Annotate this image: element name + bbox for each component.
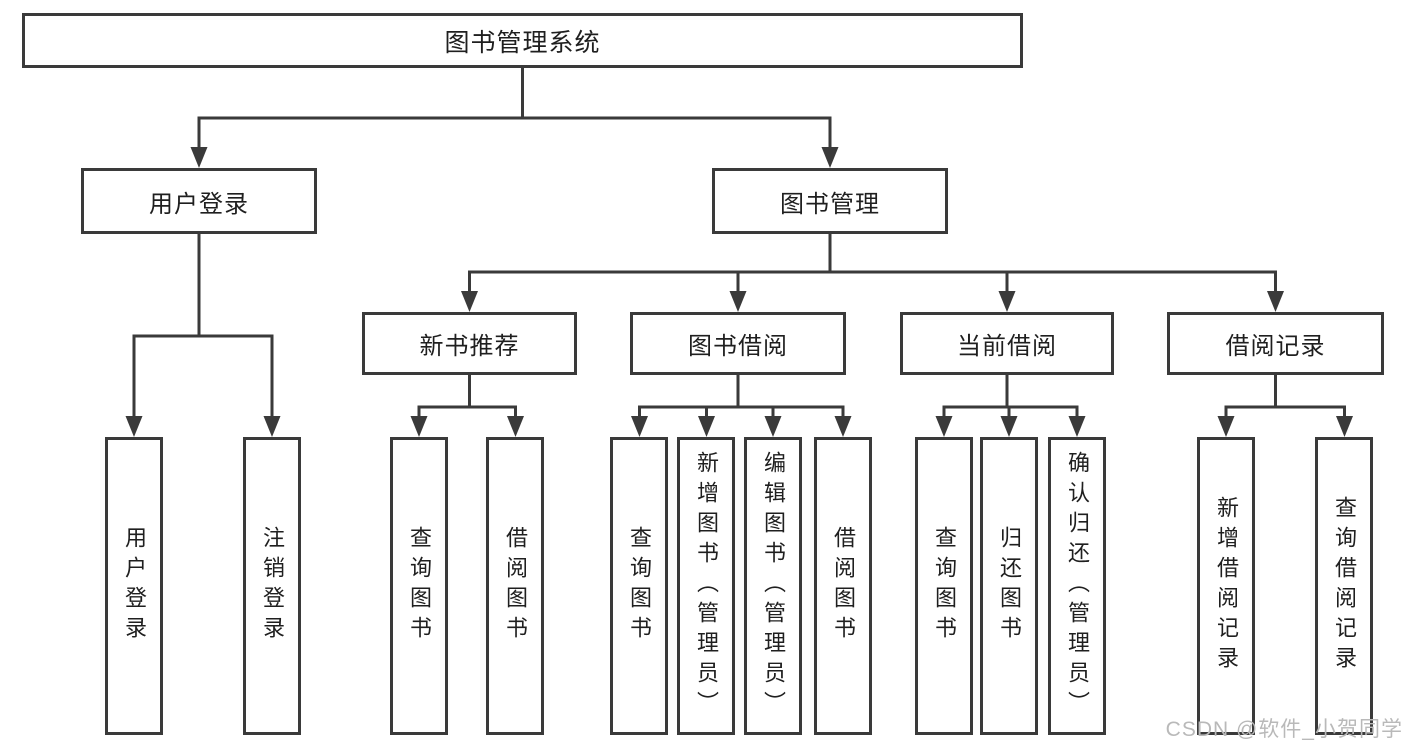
leaf-borrow-books-recommend: 借阅图书 [486,437,544,735]
node-library-management-system: 图书管理系统 [22,13,1023,68]
leaf-return-book: 归还图书 [980,437,1038,735]
leaf-user-login: 用户登录 [105,437,163,735]
leaf-confirm-return-admin: 确认归还（管理员） [1048,437,1106,735]
node-book-management: 图书管理 [712,168,948,234]
tree-edges [132,66,1346,418]
csdn-watermark: CSDN @软件_小贺同学 [1165,718,1403,741]
node-book-borrowing: 图书借阅 [630,312,846,375]
leaf-add-book-admin: 新增图书（管理员） [677,437,735,735]
leaf-edit-book-admin: 编辑图书（管理员） [744,437,802,735]
node-current-borrowing: 当前借阅 [900,312,1114,375]
leaf-query-books-current: 查询图书 [915,437,973,735]
arrowhead-icons [125,147,1353,437]
leaf-logout: 注销登录 [243,437,301,735]
leaf-query-borrow-record: 查询借阅记录 [1315,437,1373,735]
leaf-query-books-borrow: 查询图书 [610,437,668,735]
leaf-query-books-recommend: 查询图书 [390,437,448,735]
leaf-add-borrow-record: 新增借阅记录 [1197,437,1255,735]
node-new-book-recommendation: 新书推荐 [362,312,577,375]
node-borrowing-records: 借阅记录 [1167,312,1384,375]
node-user-login: 用户登录 [81,168,317,234]
leaf-borrow-books: 借阅图书 [814,437,872,735]
